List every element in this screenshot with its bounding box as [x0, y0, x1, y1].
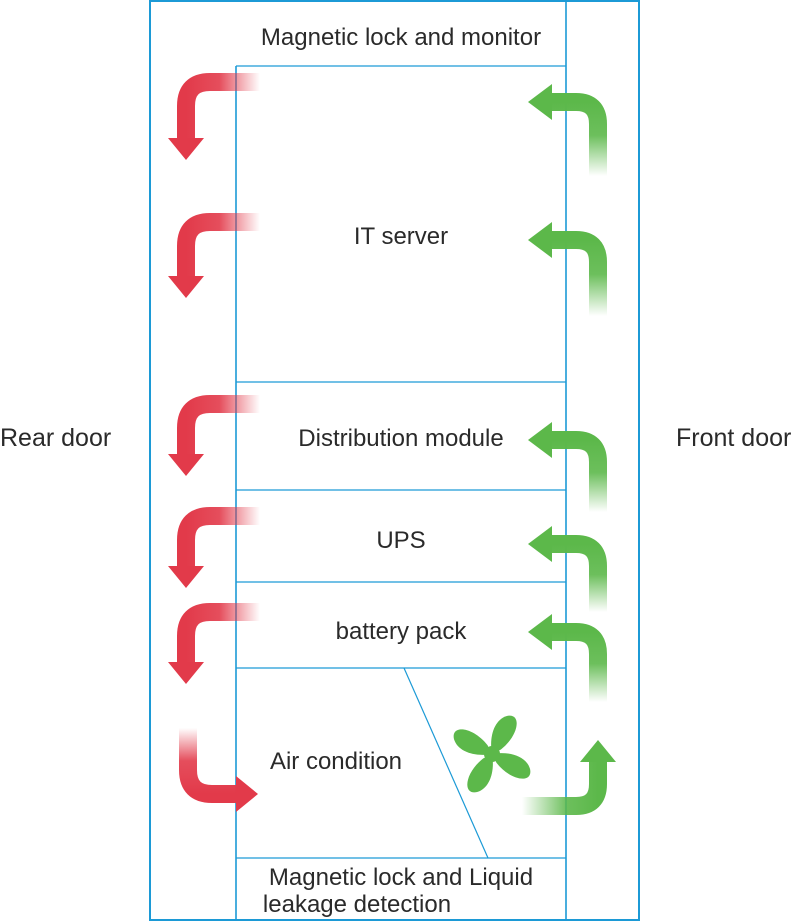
cool-intake-arrowhead	[580, 740, 616, 762]
cool-intake-arrows	[522, 84, 616, 815]
hot-exhaust-arrow	[177, 73, 260, 140]
cool-intake-arrow	[550, 535, 607, 612]
top-lock-label: Magnetic lock and monitor	[261, 24, 541, 51]
hot-exhaust-arrowhead	[236, 776, 258, 812]
front-door-label: Front door	[676, 424, 791, 452]
rack-frame	[149, 0, 640, 921]
bottom-lock-label-line2: leakage detection	[263, 891, 451, 918]
air-condition-label: Air condition	[270, 748, 402, 775]
cool-intake-arrowhead	[528, 84, 552, 120]
cool-intake-arrow	[550, 623, 607, 702]
hot-exhaust-arrowhead	[168, 138, 204, 160]
outer-frame	[149, 0, 640, 921]
hot-exhaust-arrow	[177, 395, 260, 456]
hot-exhaust-arrowhead	[168, 662, 204, 684]
cool-intake-arrowhead	[528, 526, 552, 562]
hot-exhaust-arrows	[168, 73, 260, 812]
it-server-label: IT server	[354, 223, 448, 250]
cool-intake-arrow	[550, 231, 607, 316]
hot-exhaust-arrowhead	[168, 454, 204, 476]
fan-icon	[453, 715, 531, 793]
cool-intake-arrowhead	[528, 222, 552, 258]
battery-pack-label: battery pack	[336, 618, 468, 645]
rear-door-label: Rear door	[0, 424, 111, 452]
leader-line-liquid-detection	[403, 667, 489, 859]
distribution-module-label: Distribution module	[298, 425, 503, 452]
hot-exhaust-arrowhead	[168, 276, 204, 298]
hot-exhaust-arrow	[177, 603, 260, 664]
cool-intake-arrow	[522, 762, 607, 815]
cool-intake-arrow	[550, 93, 607, 176]
hot-exhaust-arrowhead	[168, 566, 204, 588]
hot-exhaust-arrow	[179, 728, 238, 803]
bottom-lock-label-line1: Magnetic lock and Liquid	[269, 864, 533, 891]
hot-exhaust-arrow	[177, 213, 260, 278]
cool-intake-arrowhead	[528, 614, 552, 650]
cool-intake-arrowhead	[528, 422, 552, 458]
cool-intake-arrow	[550, 431, 607, 512]
ups-label: UPS	[376, 527, 425, 554]
hot-exhaust-arrow	[177, 507, 260, 568]
